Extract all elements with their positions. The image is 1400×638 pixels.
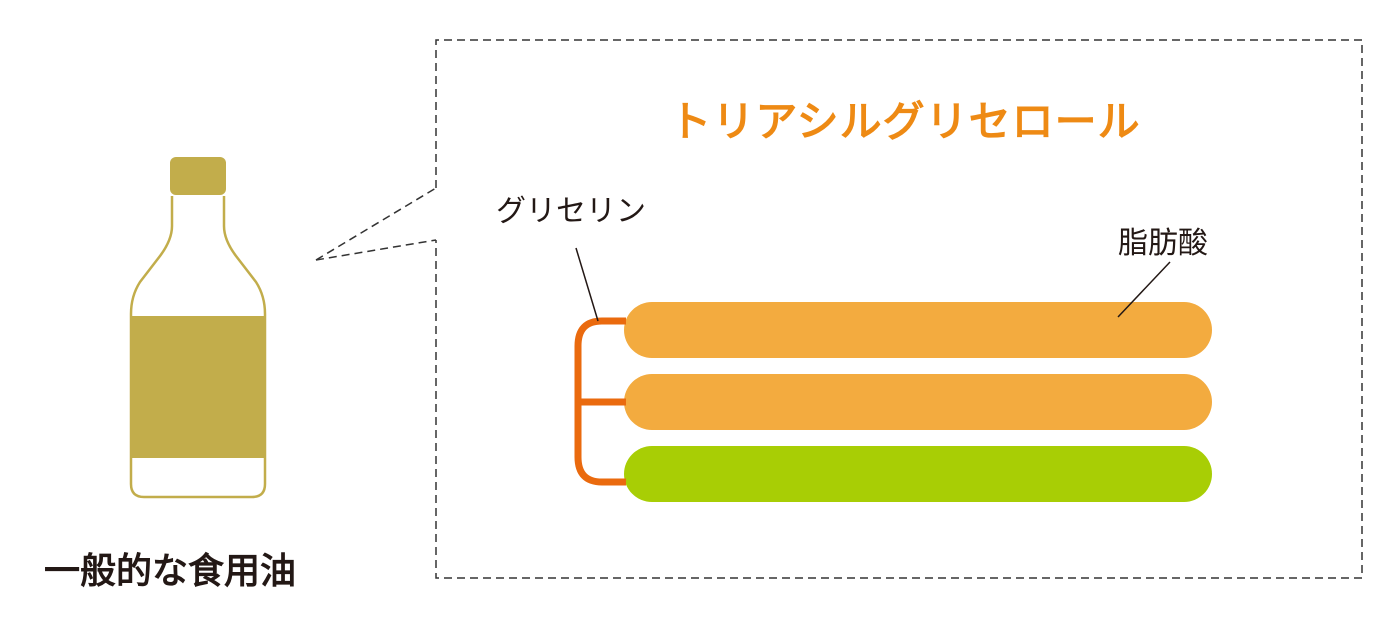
bottle-caption: 一般的な食用油 — [44, 551, 297, 592]
fatty-acid-chain-3 — [624, 446, 1212, 502]
glycerin-backbone — [574, 317, 626, 486]
oil-bottle-icon — [129, 157, 267, 499]
fatty-acid-leader-line — [1117, 261, 1171, 318]
diagram-title: トリアシルグリセロール — [669, 97, 1141, 146]
fatty-acid-chain-1 — [624, 302, 1212, 358]
bottle-body-outline — [129, 196, 267, 499]
callout-line-bottom — [315, 239, 437, 261]
glycerin-leader-line — [575, 247, 599, 322]
callout-frame — [435, 39, 1363, 579]
fatty-acid-chain-2 — [624, 374, 1212, 430]
bottle-label — [131, 316, 265, 458]
glycerin-label: グリセリン — [496, 194, 646, 229]
bottle-cap — [170, 157, 226, 195]
fatty-acid-label: 脂肪酸 — [1118, 226, 1208, 261]
callout-line-top — [315, 187, 437, 261]
callout-pointer — [315, 187, 437, 261]
